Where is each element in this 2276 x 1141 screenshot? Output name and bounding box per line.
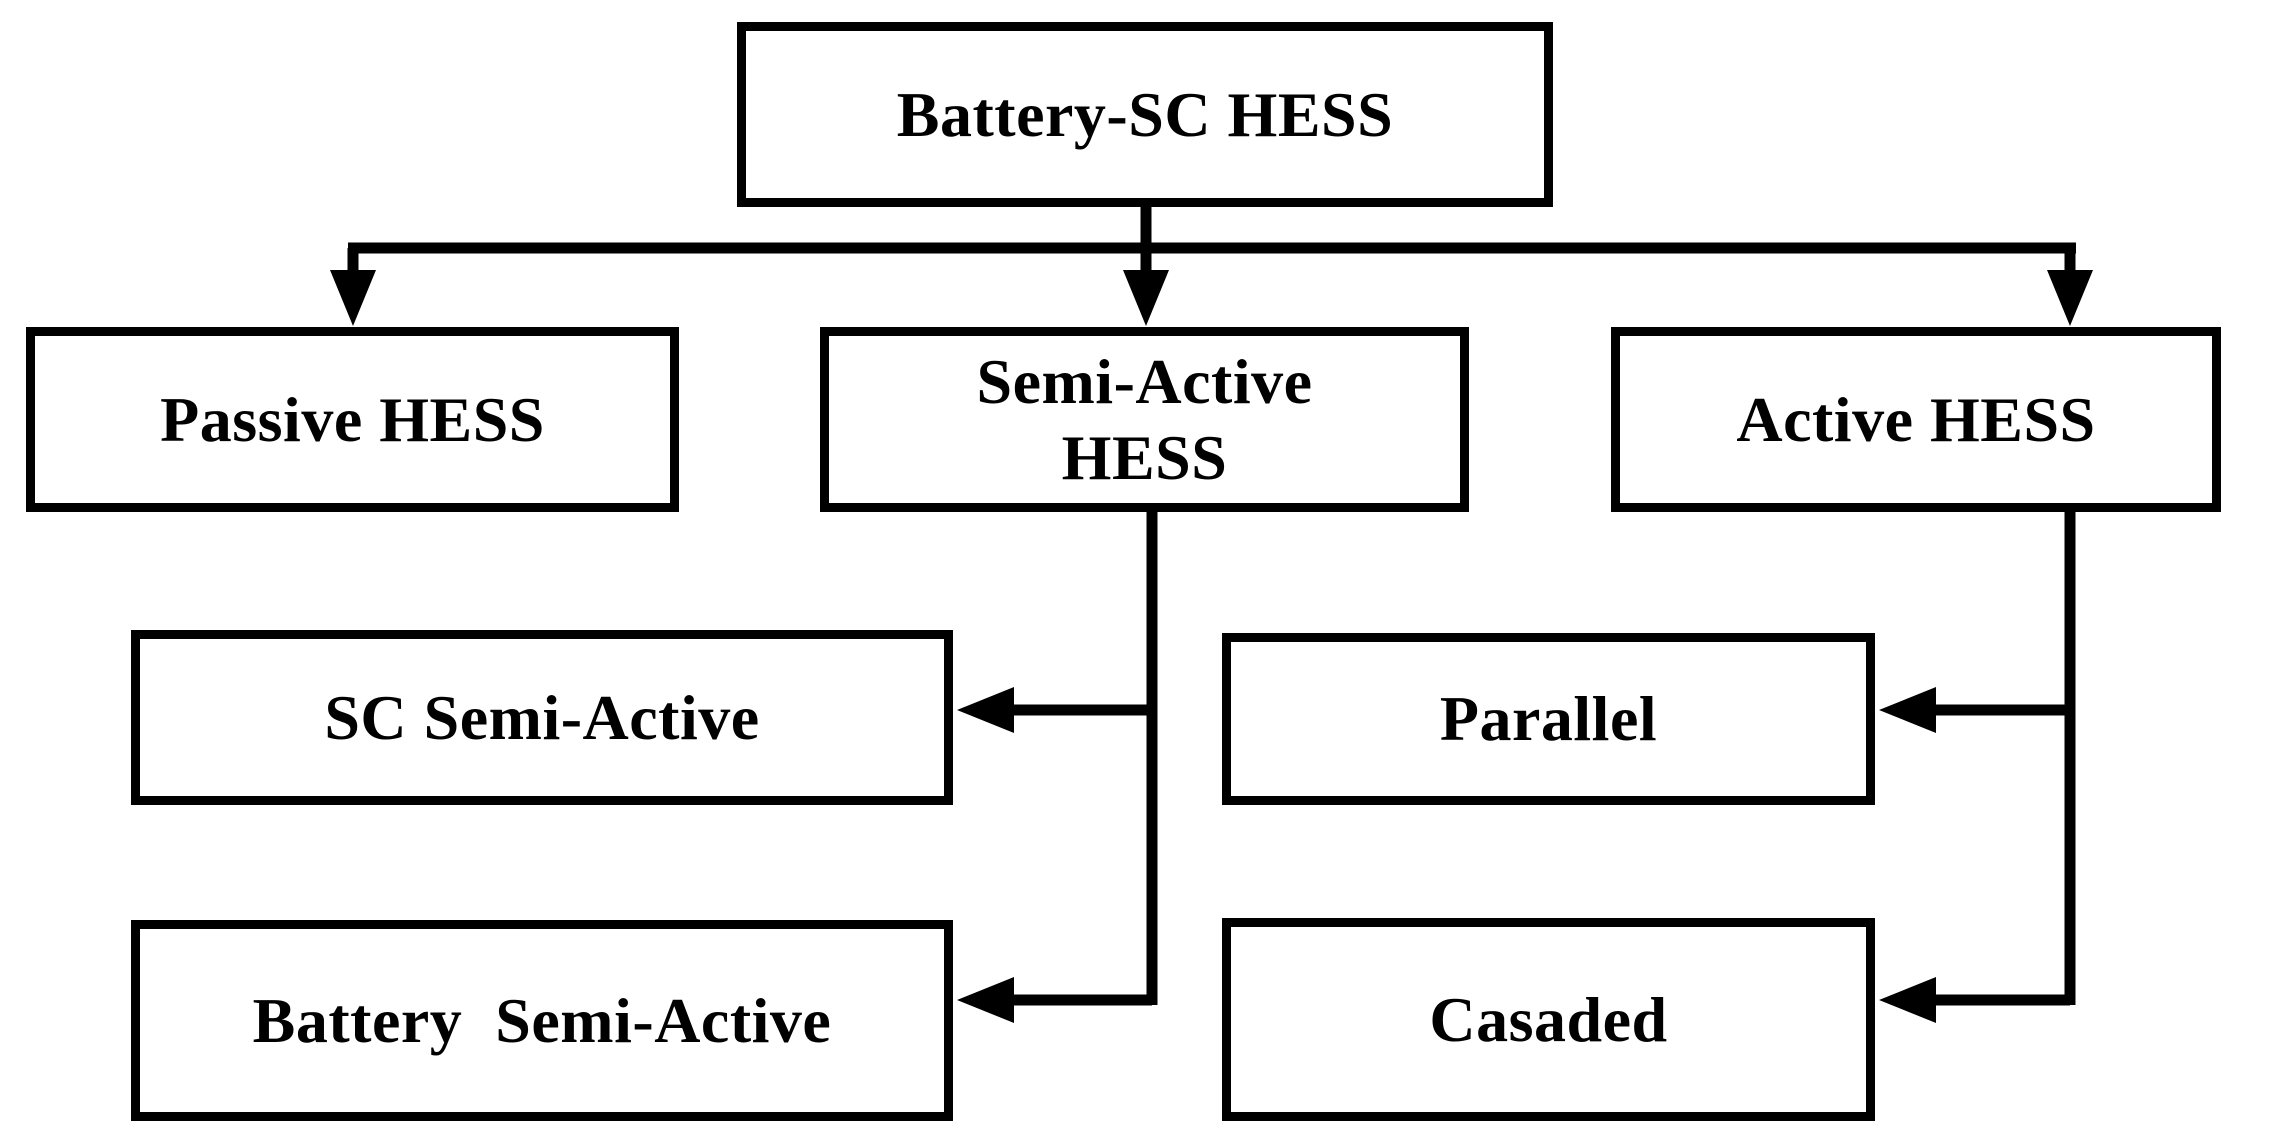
node-label: Semi-Active HESS — [976, 345, 1313, 493]
arrowhead-left-icon — [1879, 977, 1936, 1023]
edge-active-parallel — [1879, 687, 2070, 733]
node-semi-active-hess: Semi-Active HESS — [820, 327, 1469, 512]
edge-semi-active-sc — [957, 687, 1152, 733]
arrowhead-down-icon — [330, 270, 376, 326]
edge-root-semi-active — [1123, 205, 1169, 326]
node-casaded: Casaded — [1222, 918, 1875, 1121]
node-label: Parallel — [1439, 683, 1658, 755]
node-parallel: Parallel — [1222, 633, 1875, 805]
edge-root-active — [2047, 248, 2093, 326]
node-label: Battery Semi-Active — [252, 984, 832, 1056]
node-label: SC Semi-Active — [324, 681, 760, 753]
node-battery-sc-hess: Battery-SC HESS — [737, 22, 1553, 207]
node-label: Active HESS — [1736, 383, 2096, 455]
node-passive-hess: Passive HESS — [26, 327, 679, 512]
node-label: Battery-SC HESS — [896, 78, 1394, 150]
node-sc-semi-active: SC Semi-Active — [131, 630, 953, 805]
arrowhead-left-icon — [957, 977, 1014, 1023]
node-battery-semi-active: Battery Semi-Active — [131, 920, 953, 1121]
node-label: Passive HESS — [160, 383, 545, 455]
arrowhead-down-icon — [1123, 270, 1169, 326]
arrowhead-left-icon — [1879, 687, 1936, 733]
edge-semi-active-battery — [957, 977, 1152, 1023]
edge-root-passive — [330, 248, 376, 326]
node-active-hess: Active HESS — [1611, 327, 2221, 512]
node-label: Casaded — [1429, 983, 1668, 1055]
arrowhead-down-icon — [2047, 270, 2093, 326]
arrowhead-left-icon — [957, 687, 1014, 733]
edge-active-casaded — [1879, 977, 2070, 1023]
